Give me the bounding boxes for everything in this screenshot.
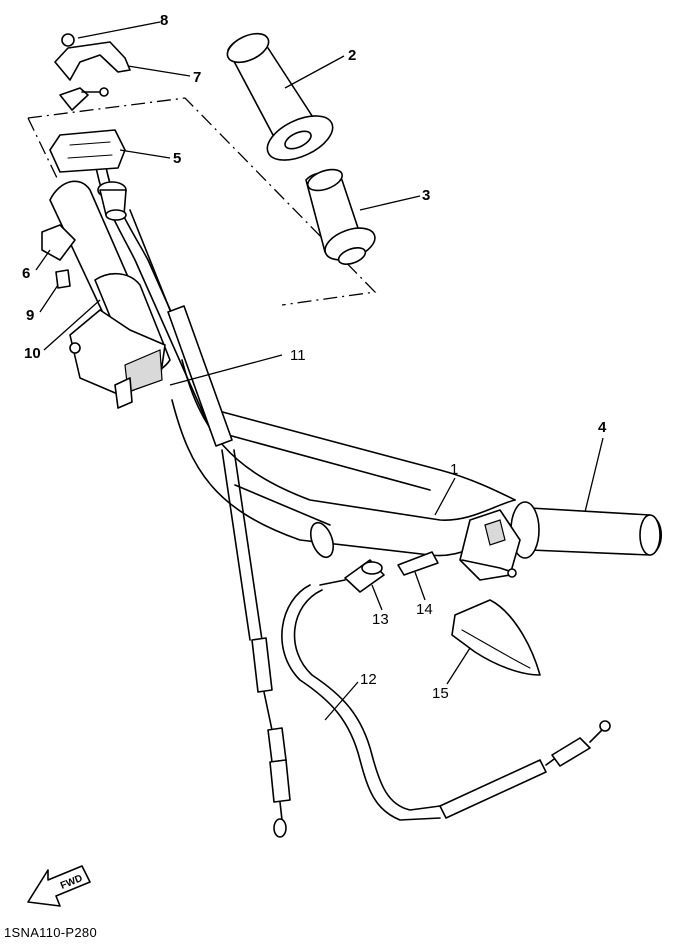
callout-5: 5: [173, 150, 181, 167]
callout-12: 12: [360, 671, 377, 688]
part-5-cover: [49, 129, 126, 173]
part-7-clamp: [54, 33, 131, 81]
clutch-cable: [281, 551, 611, 821]
leader-lines: [35, 21, 604, 721]
reference-code: 1SNA110-P280: [4, 925, 97, 940]
part-15-cover: [451, 599, 541, 676]
exploded-view-boundary: [27, 97, 377, 306]
part-6-bracket: [41, 224, 76, 289]
part-2-grip: [226, 32, 334, 161]
callout-13: 13: [372, 611, 389, 628]
throttle-cables: [94, 159, 291, 838]
callout-6: 6: [22, 265, 30, 282]
callout-10: 10: [24, 345, 41, 362]
cable-end: [59, 87, 109, 111]
clutch-lever-holder: [459, 509, 521, 581]
fwd-arrow-icon: FWD: [27, 865, 91, 907]
throttle-housing: [49, 180, 171, 409]
handlebar: [171, 359, 521, 559]
callout-15: 15: [432, 685, 449, 702]
cable-adjuster: [97, 181, 127, 221]
callout-4: 4: [598, 419, 607, 436]
callout-8: 8: [160, 12, 168, 29]
callout-7: 7: [193, 69, 201, 86]
callout-2: 2: [348, 47, 356, 64]
part-3-throttle-tube: [305, 168, 376, 265]
callout-11: 11: [290, 347, 306, 364]
callout-labels: 8 7 2 3 5 6 9 10 11 1 4 12 13 14 15: [22, 12, 607, 702]
callout-1: 1: [450, 461, 458, 478]
part-4-grip: [510, 501, 663, 559]
callout-3: 3: [422, 187, 430, 204]
callout-9: 9: [26, 307, 34, 324]
callout-14: 14: [416, 601, 433, 618]
